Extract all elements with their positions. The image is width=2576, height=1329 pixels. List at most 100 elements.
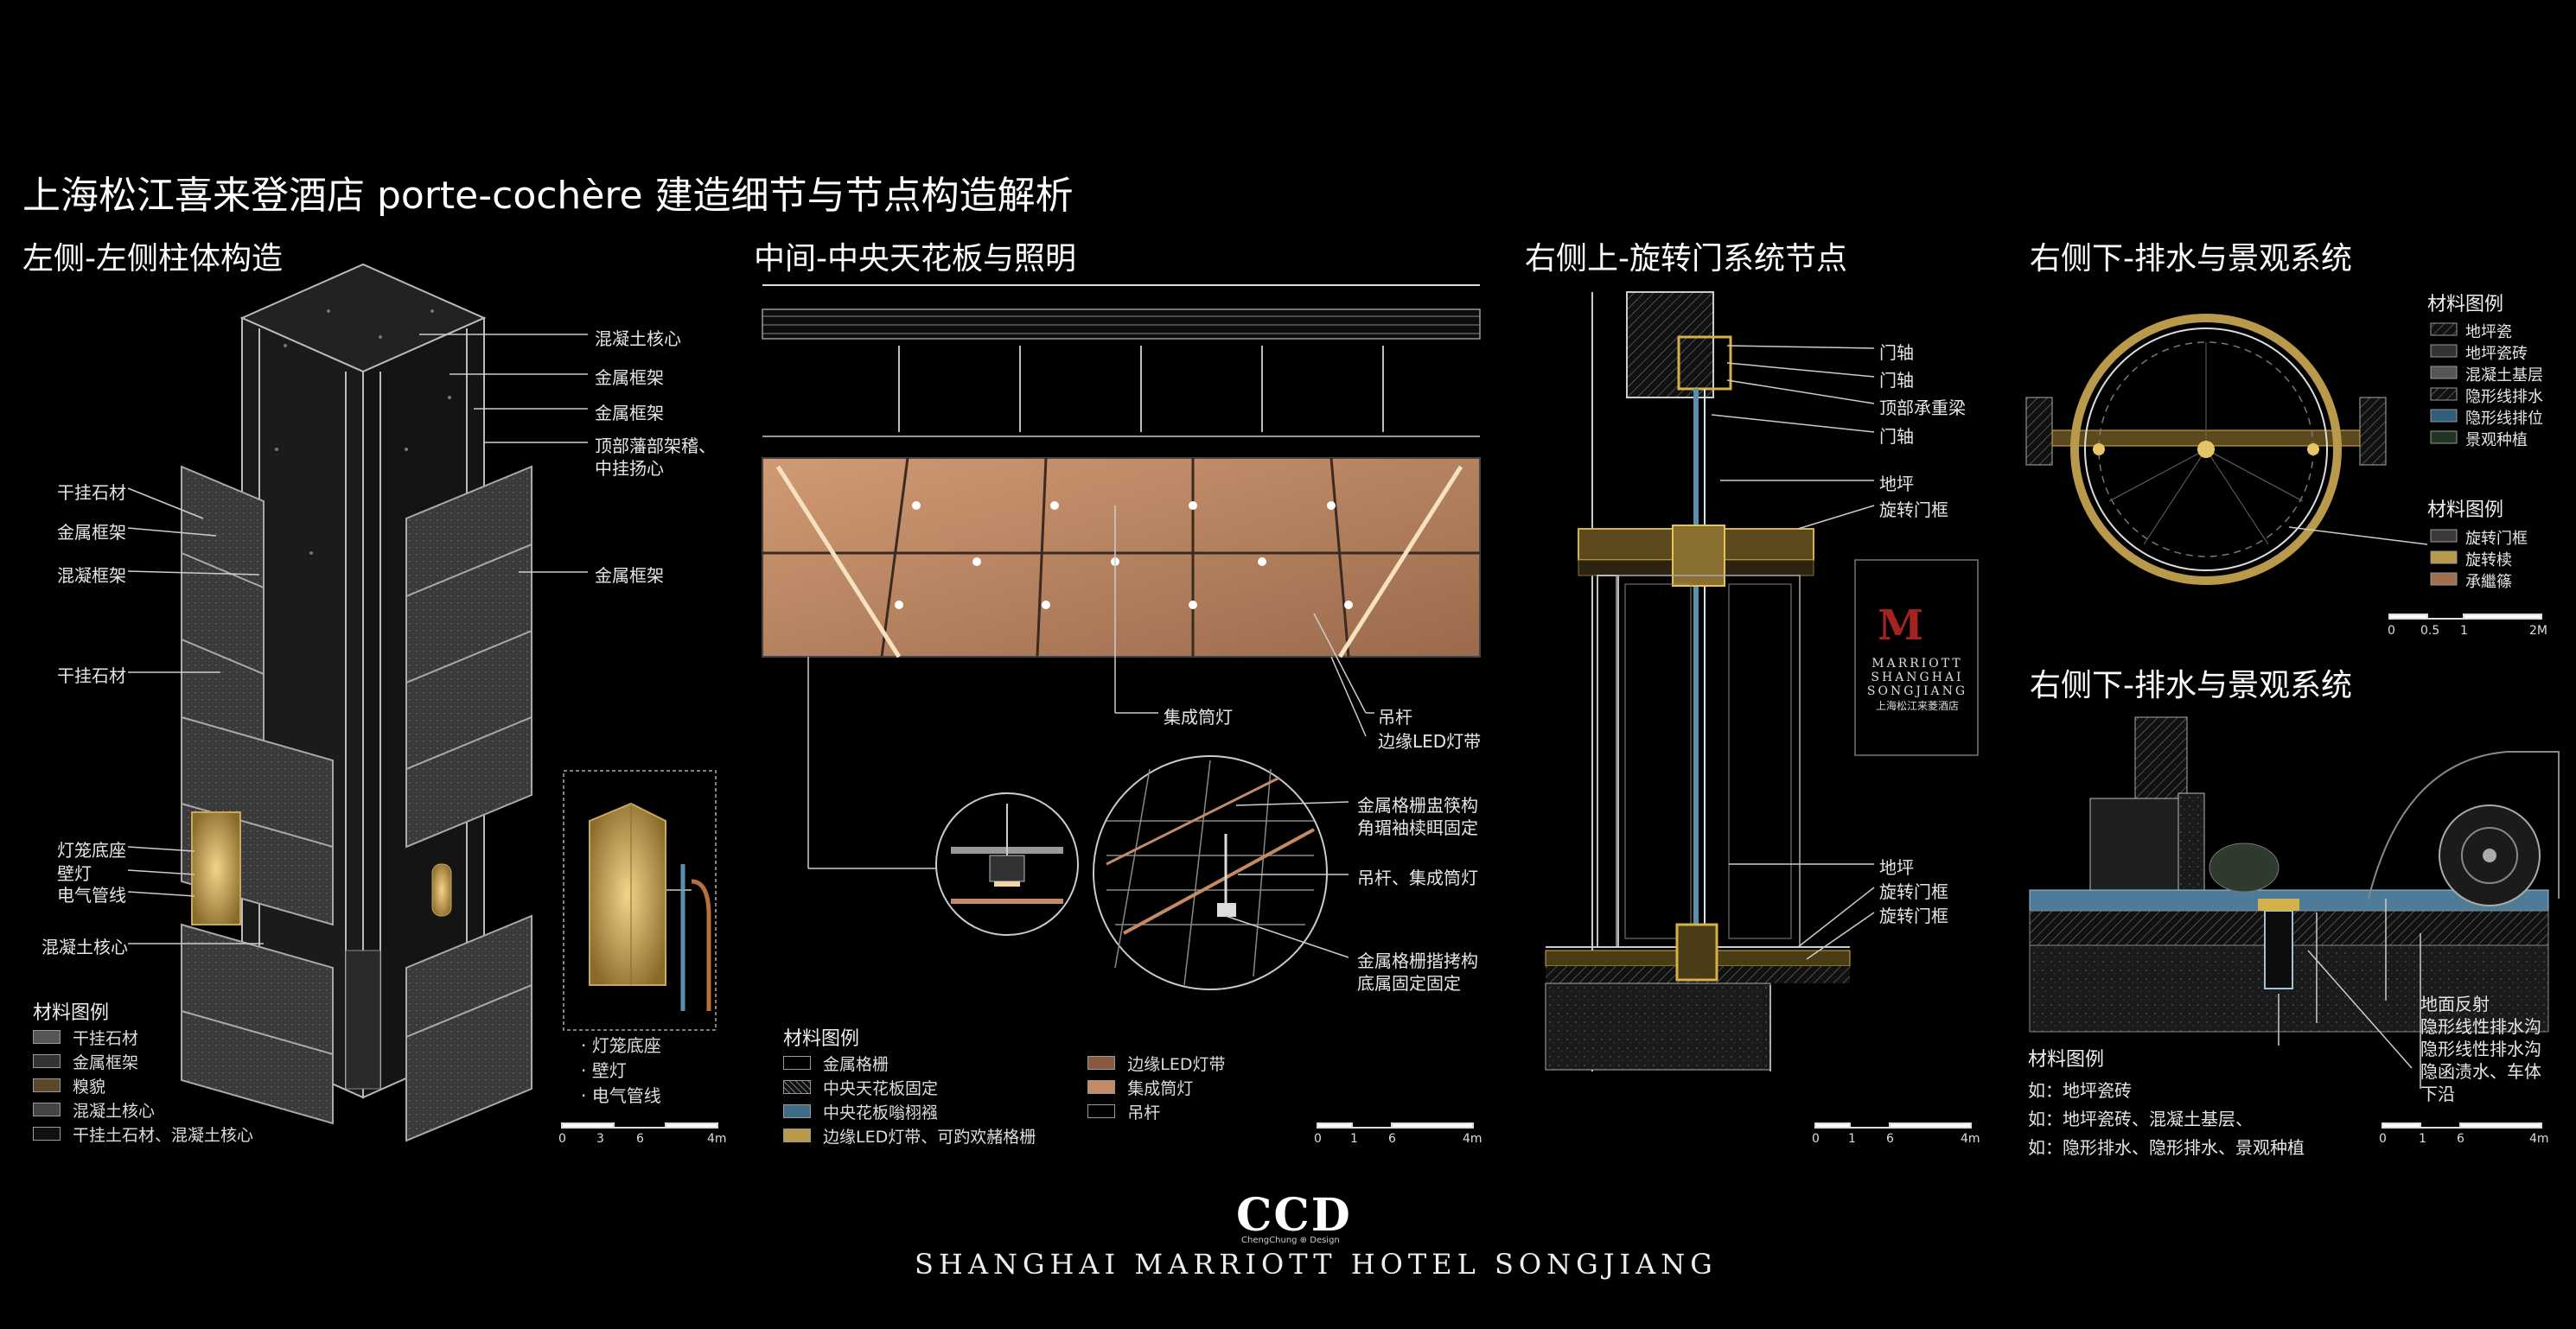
legend-item: 糗貌	[33, 1073, 253, 1097]
door-label-pivot-1: 门轴	[1879, 342, 1914, 363]
ceiling-label-grid-2: 角瑂袖椟眲固定	[1357, 817, 1478, 838]
ccd-logo: CCD	[1236, 1189, 1352, 1242]
section-scale-bar	[2382, 1122, 2542, 1129]
plan-scale-2: 1	[2460, 624, 2468, 638]
legend-item: 集成筒灯	[1087, 1075, 1225, 1099]
column-label-stone-1: 干挂石材	[57, 482, 126, 503]
door-label-frame-bottom-2: 旋转门框	[1879, 906, 1948, 926]
column-label-core-bottom: 混凝土核心	[41, 937, 128, 957]
section-title-middle: 中间-中央天花板与照明	[754, 241, 1076, 277]
section-scale-3: 4m	[2529, 1132, 2549, 1146]
section-title-left: 左侧-左侧柱体构造	[22, 241, 283, 277]
legend-item: 金属框架	[33, 1049, 253, 1073]
column-label-metal-frame-1: 金属框架	[595, 367, 664, 388]
column-label-top-bracket: 顶部藩部架稽、	[595, 436, 716, 456]
section-scale-2: 6	[2457, 1132, 2464, 1146]
door-leaders	[1711, 345, 1875, 960]
section-label-drain-2: 隐形线性排水沟	[2420, 1039, 2541, 1059]
column-scale-1: 3	[596, 1132, 604, 1146]
lantern-detail	[563, 770, 717, 1031]
section-label-drain-1: 隐形线性排水沟	[2420, 1016, 2541, 1037]
ceiling-detail-circle-large	[1093, 755, 1328, 990]
door-label-pivot-2: 门轴	[1879, 370, 1914, 391]
section-title-right-bottom-1: 右侧下-排水与景观系统	[2030, 241, 2352, 277]
ceiling-label-hanger-downlight: 吊杆、集成筒灯	[1357, 868, 1478, 888]
marriott-brand-line: SHANGHAI	[1871, 671, 1964, 684]
legend-swatch	[33, 1030, 61, 1044]
legend-label: 混凝土核心	[73, 1101, 156, 1121]
door-scale-bar	[1814, 1122, 1972, 1129]
legend-item: 中央花板嗡栩襁	[783, 1099, 1036, 1123]
section-legend: 材料图例 如：地坪瓷砖 如：地坪瓷砖、混凝土基层、 如：隐形排水、隐形排水、景观…	[2028, 1044, 2305, 1159]
section-title-right-top: 右侧上-旋转门系统节点	[1525, 241, 1847, 277]
door-label-top-beam: 顶部承重梁	[1879, 397, 1966, 418]
plan-scale-0: 0	[2388, 624, 2395, 638]
ceiling-scale-1: 1	[1350, 1132, 1358, 1146]
ceiling-legend: 材料图例 金属格栅 中央天花板固定 中央花板嗡栩襁 边缘LED灯带、可趵欢赭格栅…	[783, 1023, 1225, 1148]
ceiling-label-grid-1: 金属格栅盅筷构	[1357, 795, 1478, 816]
legend-label: 如：隐形排水、隐形排水、景观种植	[2028, 1137, 2305, 1158]
column-scale-2: 6	[636, 1132, 644, 1146]
legend-item: 金属格栅	[783, 1051, 1036, 1075]
door-scale-0: 0	[1812, 1132, 1820, 1146]
legend-title: 材料图例	[783, 1028, 860, 1050]
column-leaders	[127, 334, 588, 944]
legend-item: 混凝土核心	[33, 1097, 253, 1122]
column-label-metal-frame-left: 金属框架	[57, 522, 126, 543]
ceiling-label-led-strip: 边缘LED灯带	[1378, 731, 1482, 752]
ceiling-label-hanger: 吊杆	[1378, 707, 1412, 728]
section-leaders	[2278, 899, 2421, 1089]
column-label-metal-frame-3: 金属框架	[595, 565, 664, 586]
legend-label: 中央天花板固定	[823, 1078, 939, 1098]
legend-label: 如：地坪瓷砖、混凝土基层、	[2028, 1109, 2253, 1129]
drainage-plan	[2025, 314, 2428, 585]
column-label-lantern-base: 灯笼底座	[57, 840, 126, 861]
door-label-floor: 地坪	[1879, 474, 1914, 494]
section-title-right-bottom-2: 右侧下-排水与景观系统	[2030, 668, 2352, 703]
legend-label: 金属格栅	[823, 1054, 889, 1074]
legend-swatch	[33, 1103, 61, 1116]
plan-legend-1-item: 隐形线排位	[2465, 410, 2543, 428]
legend-title: 材料图例	[33, 1002, 110, 1024]
drainage-plan-legend-swatches	[2430, 322, 2458, 586]
ceiling-scale-3: 4m	[1463, 1132, 1482, 1146]
section-scale-1: 1	[2419, 1132, 2426, 1146]
ceiling-label-grid-4: 底属固定固定	[1357, 973, 1461, 994]
column-legend: 材料图例 干挂石材 金属框架 糗貌 混凝土核心 干挂土石材、混凝土核心	[33, 997, 253, 1146]
marriott-sign: M	[1854, 559, 1979, 756]
revolving-door-section	[1545, 291, 1851, 1071]
ceiling-detail-circle-small	[935, 792, 1079, 936]
ceiling-section	[762, 284, 1481, 658]
legend-label: 中央花板嗡栩襁	[823, 1103, 939, 1122]
door-label-pivot-3: 门轴	[1879, 426, 1914, 447]
column-label-concrete-frame: 混凝框架	[57, 565, 126, 586]
legend-label: 金属框架	[73, 1052, 139, 1072]
lantern-detail-bullets: · 灯笼底座 · 壁灯 · 电气管线	[581, 1032, 661, 1107]
door-label-frame: 旋转门框	[1879, 499, 1948, 520]
legend-title: 材料图例	[2028, 1049, 2105, 1071]
lantern-detail-bullet: · 灯笼底座	[581, 1035, 661, 1056]
legend-swatch	[33, 1078, 61, 1092]
section-label-edge: 下沿	[2420, 1084, 2455, 1104]
plan-legend-1-title: 材料图例	[2427, 294, 2504, 315]
marriott-brand-cn: 上海松江来菱酒店	[1875, 700, 1959, 712]
plan-legend-2-item: 承繼篠	[2465, 573, 2512, 591]
column-label-concrete-core: 混凝土核心	[595, 328, 681, 349]
plan-scale-bar	[2388, 614, 2542, 620]
column-scale-0: 0	[558, 1132, 566, 1146]
legend-item: 边缘LED灯带、可趵欢赭格栅	[783, 1123, 1036, 1148]
lantern-detail-bullet: · 壁灯	[581, 1060, 627, 1081]
column-label-stone-2: 干挂石材	[57, 665, 126, 686]
column-isometric	[181, 263, 532, 1142]
ceiling-label-downlight: 集成筒灯	[1164, 707, 1233, 728]
ceiling-label-grid-3: 金属格栅揩拷构	[1357, 951, 1478, 971]
legend-swatch	[783, 1080, 811, 1094]
door-scale-1: 1	[1848, 1132, 1856, 1146]
plan-legend-2-title: 材料图例	[2427, 499, 2504, 521]
legend-label: 干挂石材	[73, 1028, 139, 1048]
legend-item: 干挂石材	[33, 1025, 253, 1049]
ceiling-scale-bar	[1317, 1122, 1474, 1129]
legend-label: 干挂土石材、混凝土核心	[73, 1125, 254, 1145]
marriott-brand-line: SONGJIANG	[1866, 684, 1968, 698]
